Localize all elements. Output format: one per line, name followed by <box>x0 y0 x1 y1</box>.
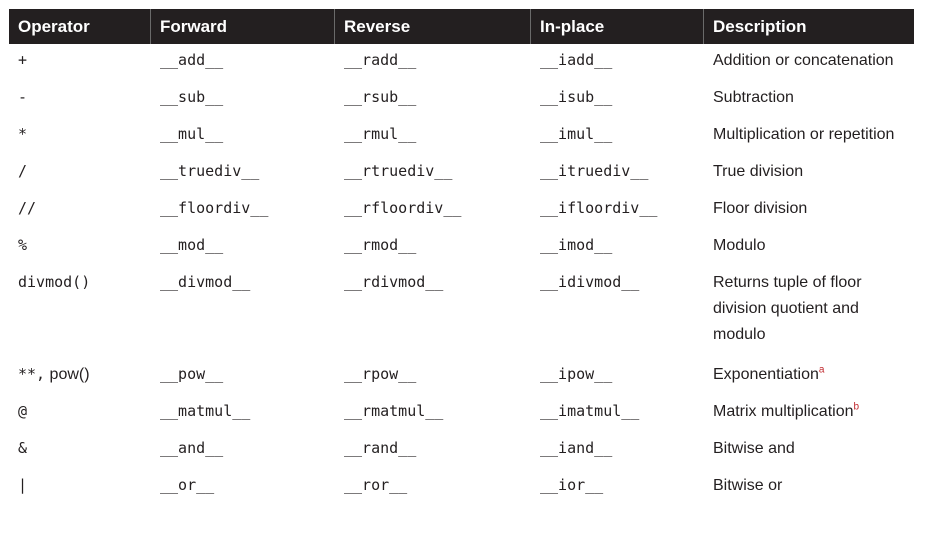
description-line: True division <box>713 163 804 180</box>
operator-cell: divmod() <box>18 273 91 291</box>
operator-cell: - <box>18 88 28 106</box>
table-row: % __mod__ __rmod__ __imod__ Modulo <box>9 229 914 266</box>
operator-table: Operator Forward Reverse In-place Descri… <box>9 9 914 506</box>
in-place-cell: __isub__ <box>540 88 613 106</box>
forward-cell: __pow__ <box>160 365 224 383</box>
description-line: Bitwise and <box>713 440 795 457</box>
description-cell: Floor division <box>704 192 914 222</box>
in-place-cell: __ifloordiv__ <box>540 199 658 217</box>
header-operator: Operator <box>9 9 151 44</box>
reverse-cell: __rsub__ <box>344 88 417 106</box>
description-line: Returns tuple of floor <box>713 274 862 291</box>
reverse-cell: __rfloordiv__ <box>344 199 462 217</box>
description-line: Bitwise or <box>713 477 783 494</box>
table-row: // __floordiv__ __rfloordiv__ __ifloordi… <box>9 192 914 229</box>
description-line: Addition or concatenation <box>713 52 894 69</box>
forward-cell: __add__ <box>160 51 224 69</box>
forward-cell: __truediv__ <box>160 162 260 180</box>
table-row: @ __matmul__ __rmatmul__ __imatmul__ Mat… <box>9 395 914 432</box>
operator-cell: + <box>18 51 28 69</box>
reverse-cell: __rdivmod__ <box>344 273 444 291</box>
in-place-cell: __idivmod__ <box>540 273 640 291</box>
reverse-cell: __rand__ <box>344 439 417 457</box>
forward-cell: __or__ <box>160 476 215 494</box>
description-line: Matrix multiplication <box>713 403 854 420</box>
table-row: / __truediv__ __rtruediv__ __itruediv__ … <box>9 155 914 192</box>
reverse-cell: __rmul__ <box>344 125 417 143</box>
description-cell: Addition or concatenation <box>704 44 914 74</box>
table-row: divmod() __divmod__ __rdivmod__ __idivmo… <box>9 266 914 358</box>
forward-cell: __divmod__ <box>160 273 251 291</box>
forward-cell: __mod__ <box>160 236 224 254</box>
description-cell: Bitwise and <box>704 432 914 462</box>
description-cell: Exponentiationa <box>704 358 914 388</box>
forward-cell: __floordiv__ <box>160 199 269 217</box>
table-row: | __or__ __ror__ __ior__ Bitwise or <box>9 469 914 506</box>
description-line: modulo <box>713 326 766 343</box>
description-line: Subtraction <box>713 89 794 106</box>
in-place-cell: __ipow__ <box>540 365 613 383</box>
description-cell: Multiplication or repetition <box>704 118 914 148</box>
description-cell: True division <box>704 155 914 185</box>
header-forward: Forward <box>151 9 335 44</box>
table-row: **, pow() __pow__ __rpow__ __ipow__ Expo… <box>9 358 914 395</box>
description-cell: Matrix multiplicationb <box>704 395 914 425</box>
in-place-cell: __itruediv__ <box>540 162 649 180</box>
description-line: Exponentiation <box>713 366 819 383</box>
operator-cell: // <box>18 199 37 217</box>
reverse-cell: __rmod__ <box>344 236 417 254</box>
reverse-cell: __radd__ <box>344 51 417 69</box>
operator-cell: & <box>18 439 28 457</box>
footnote-marker[interactable]: a <box>818 364 825 376</box>
table-row: - __sub__ __rsub__ __isub__ Subtraction <box>9 81 914 118</box>
operator-cell: * <box>18 125 28 143</box>
reverse-cell: __ror__ <box>344 476 408 494</box>
description-line: Modulo <box>713 237 766 254</box>
table-header: Operator Forward Reverse In-place Descri… <box>9 9 914 44</box>
description-cell: Returns tuple of floor division quotient… <box>704 266 914 348</box>
header-in-place: In-place <box>531 9 704 44</box>
operator-cell: % <box>18 236 28 254</box>
reverse-cell: __rmatmul__ <box>344 402 444 420</box>
operator-function: pow() <box>45 366 90 383</box>
forward-cell: __matmul__ <box>160 402 251 420</box>
table-row: & __and__ __rand__ __iand__ Bitwise and <box>9 432 914 469</box>
in-place-cell: __ior__ <box>540 476 604 494</box>
description-cell: Modulo <box>704 229 914 259</box>
operator-cell: | <box>18 476 28 494</box>
description-line: Multiplication or repetition <box>713 126 895 143</box>
description-line: division quotient and <box>713 300 859 317</box>
operator-cell: / <box>18 162 28 180</box>
reverse-cell: __rtruediv__ <box>344 162 453 180</box>
table-row: * __mul__ __rmul__ __imul__ Multiplicati… <box>9 118 914 155</box>
forward-cell: __sub__ <box>160 88 224 106</box>
forward-cell: __mul__ <box>160 125 224 143</box>
operator-cell: **, pow() <box>9 358 151 384</box>
description-line: Floor division <box>713 200 808 217</box>
description-cell: Subtraction <box>704 81 914 111</box>
header-reverse: Reverse <box>335 9 531 44</box>
in-place-cell: __iand__ <box>540 439 613 457</box>
operator-cell: @ <box>18 402 28 420</box>
description-cell: Bitwise or <box>704 469 914 499</box>
in-place-cell: __imatmul__ <box>540 402 640 420</box>
in-place-cell: __imul__ <box>540 125 613 143</box>
header-description: Description <box>713 16 807 36</box>
forward-cell: __and__ <box>160 439 224 457</box>
in-place-cell: __iadd__ <box>540 51 613 69</box>
operator-symbol: **, <box>18 365 46 383</box>
reverse-cell: __rpow__ <box>344 365 417 383</box>
footnote-marker[interactable]: b <box>853 401 860 413</box>
in-place-cell: __imod__ <box>540 236 613 254</box>
table-row: + __add__ __radd__ __iadd__ Addition or … <box>9 44 914 81</box>
